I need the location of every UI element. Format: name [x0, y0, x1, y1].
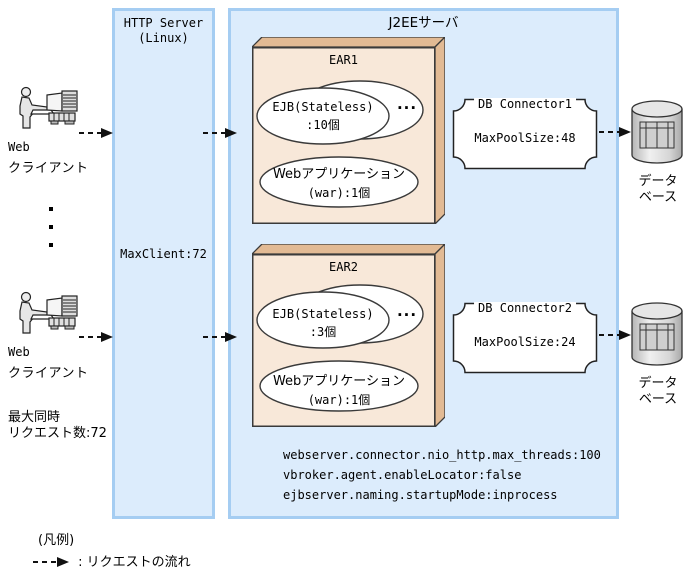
legend-entry-label: : リクエストの流れ [78, 555, 191, 570]
db-connector1-title: DB Connector1 [474, 98, 576, 111]
ear1-title: EAR1 [329, 53, 358, 67]
database2-label: データ ベース [638, 376, 678, 407]
request-arrow-http-j2ee-1 [203, 128, 237, 138]
db-connector2-poolsize: MaxPoolSize:24 [474, 335, 576, 349]
ear1-3d-box-graphic [250, 35, 447, 226]
request-flow-arrow-icon [33, 556, 69, 567]
max-client-value: MaxClient:72 [120, 247, 207, 261]
ejb-pool-ellipse [256, 87, 390, 145]
clients-ellipsis-dot [49, 225, 53, 229]
legend: : リクエストの流れ [33, 551, 191, 570]
ear2-ejb-label: EJB(Stateless) :3個 [272, 307, 374, 339]
http-server-title-line2: (Linux) [138, 31, 189, 45]
ear2-box: EAR2 EJB(Stateless) :3個 ... Webアプリケーション … [250, 242, 447, 429]
request-arrow-http-j2ee-2 [203, 332, 237, 342]
ear2-war-label: Webアプリケーション (war):1個 [272, 374, 406, 407]
war-ellipse [259, 156, 419, 208]
http-server-title: HTTP Server (Linux) [115, 16, 212, 46]
ear1-ejb-label: EJB(Stateless) :10個 [272, 100, 374, 132]
connector-notched-rect [452, 302, 598, 374]
clients-ellipsis-dot [49, 243, 53, 247]
setting-max-threads: webserver.connector.nio_http.max_threads… [283, 448, 601, 462]
ear2-3d-box-graphic [250, 242, 447, 429]
request-arrow-client2-http [79, 332, 113, 342]
war-ellipse [259, 360, 419, 412]
request-arrow-connector1-db [599, 127, 631, 137]
ear1-ejb-more-dots: ... [396, 95, 418, 113]
web-client-icon [19, 291, 78, 334]
client2-label-line2: クライアント [8, 366, 89, 381]
j2ee-settings: webserver.connector.nio_http.max_threads… [283, 445, 601, 505]
db-connector2-shape: DB Connector2 MaxPoolSize:24 [452, 302, 598, 374]
ear1-box: EAR1 EJB(Stateless) :10個 ... Webアプリケーション… [250, 35, 447, 226]
database1: データ ベース [630, 98, 686, 206]
setting-startup-mode: ejbserver.naming.startupMode:inprocess [283, 488, 558, 502]
legend-title: (凡例) [38, 533, 75, 548]
ejb-pool-ellipse [256, 291, 390, 349]
request-arrow-client1-http [79, 128, 113, 138]
http-server-title-line1: HTTP Server [123, 16, 204, 30]
database2: データ ベース [630, 300, 686, 408]
web-client1: Web クライアント [8, 86, 108, 176]
http-server-box: HTTP Server (Linux) MaxClient:72 [112, 8, 215, 519]
database-icon [631, 100, 683, 164]
ear1-war-label: Webアプリケーション (war):1個 [272, 167, 406, 200]
ear2-title: EAR2 [329, 260, 358, 274]
connector-notched-rect [452, 98, 598, 170]
client1-label-line1: Web [8, 140, 30, 154]
client2-label-line1: Web [8, 345, 30, 359]
db-connector1-shape: DB Connector1 MaxPoolSize:48 [452, 98, 598, 170]
setting-enable-locator: vbroker.agent.enableLocator:false [283, 468, 522, 482]
web-client-icon [19, 86, 78, 129]
max-requests-note: 最大同時 リクエスト数:72 [8, 410, 107, 441]
client1-label-line2: クライアント [8, 161, 89, 176]
request-arrow-connector2-db [599, 330, 631, 340]
web-client2: Web クライアント [8, 291, 108, 381]
db-connector1-poolsize: MaxPoolSize:48 [474, 131, 576, 145]
database-icon [631, 302, 683, 366]
database1-label: データ ベース [638, 174, 678, 205]
ear2-ejb-more-dots: ... [396, 302, 418, 320]
j2ee-server-title: J2EEサーバ [388, 15, 459, 31]
clients-ellipsis-dot [49, 207, 53, 211]
db-connector2-title: DB Connector2 [474, 302, 576, 315]
